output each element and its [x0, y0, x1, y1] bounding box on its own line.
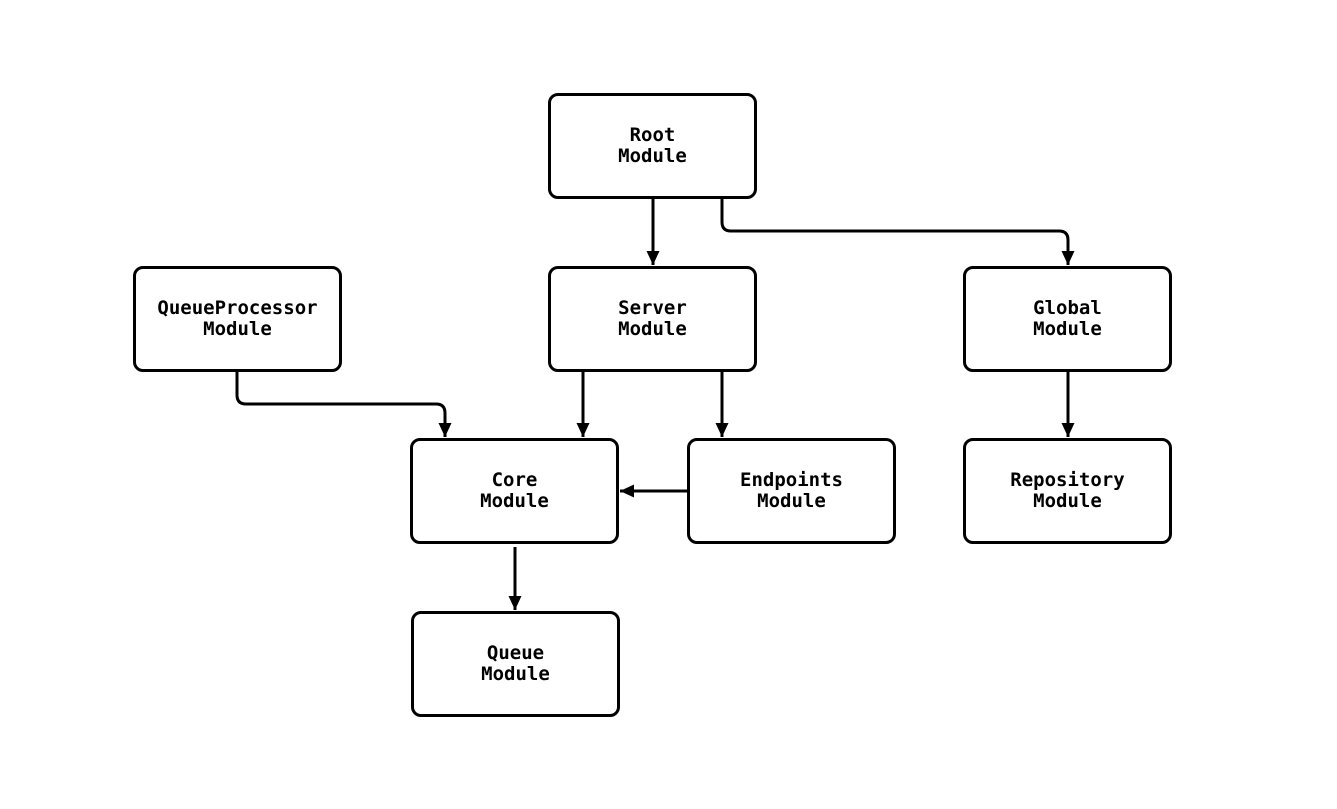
node-server-module: Server Module	[548, 266, 757, 372]
node-queueprocessor-module-label: QueueProcessor Module	[157, 297, 318, 340]
node-queueprocessor-module: QueueProcessor Module	[133, 266, 342, 372]
node-global-module-label: Global Module	[1033, 297, 1102, 340]
node-core-module-label: Core Module	[480, 469, 549, 512]
edge-queueprocessor-to-core	[235, 372, 452, 437]
node-global-module: Global Module	[963, 266, 1172, 372]
node-repository-module-label: Repository Module	[1010, 469, 1125, 512]
node-root-module: Root Module	[548, 93, 757, 199]
node-server-module-label: Server Module	[618, 297, 687, 340]
node-endpoints-module: Endpoints Module	[687, 438, 896, 544]
node-queue-module-label: Queue Module	[481, 642, 550, 685]
node-root-module-label: Root Module	[618, 124, 687, 167]
edge-root-to-global	[720, 199, 1075, 265]
node-queue-module: Queue Module	[411, 611, 620, 717]
node-repository-module: Repository Module	[963, 438, 1172, 544]
node-endpoints-module-label: Endpoints Module	[740, 469, 843, 512]
node-core-module: Core Module	[410, 438, 619, 544]
